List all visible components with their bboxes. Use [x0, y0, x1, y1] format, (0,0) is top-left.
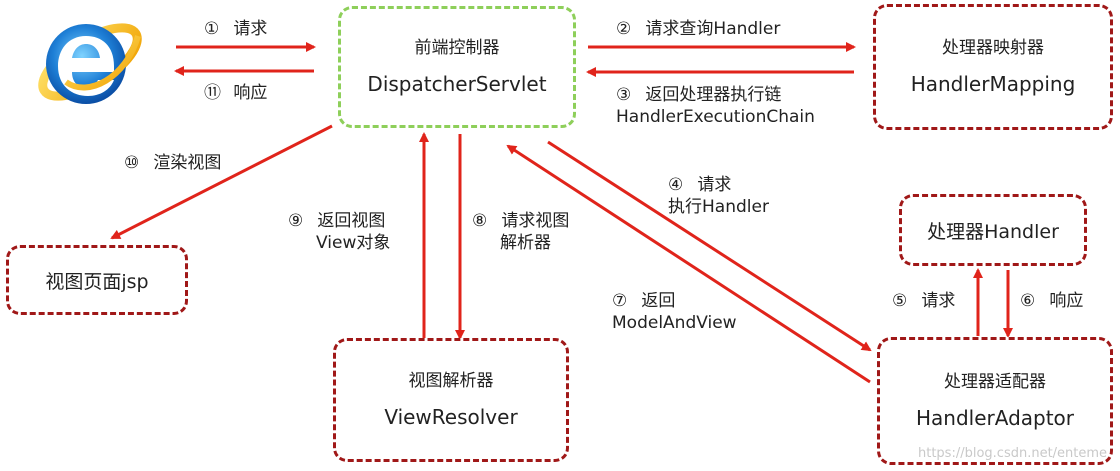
- handler-adaptor-zh: 处理器适配器: [944, 372, 1046, 392]
- watermark: https://blog.csdn.net/enteme: [918, 446, 1108, 461]
- handler-mapping-zh: 处理器映射器: [942, 38, 1044, 58]
- step-5-label: ⑤ 请求: [892, 291, 956, 311]
- view-resolver-box: 视图解析器 ViewResolver: [333, 338, 569, 462]
- step-7-label: ⑦ 返回 ModelAndView: [612, 291, 737, 333]
- front-controller-en: DispatcherServlet: [367, 72, 547, 96]
- front-controller-zh: 前端控制器: [414, 38, 500, 58]
- handler-label: 处理器Handler: [927, 220, 1059, 243]
- view-page-box: 视图页面jsp: [6, 245, 188, 315]
- view-resolver-en: ViewResolver: [384, 405, 518, 429]
- step-9-label: ⑨ 返回视图 View对象: [288, 211, 391, 253]
- step-2-label: ② 请求查询Handler: [616, 19, 781, 39]
- step-4-label: ④ 请求 执行Handler: [668, 175, 769, 217]
- front-controller-box: 前端控制器 DispatcherServlet: [338, 6, 576, 128]
- arrow-step-7: [506, 144, 871, 384]
- handler-mapping-en: HandlerMapping: [910, 72, 1076, 96]
- handler-adaptor-en: HandlerAdaptor: [915, 406, 1075, 430]
- handler-adaptor-box: 处理器适配器 HandlerAdaptor: [877, 337, 1113, 465]
- step-1-label: ① 请求: [204, 19, 268, 39]
- step-3-label: ③ 返回处理器执行链 HandlerExecutionChain: [616, 85, 815, 127]
- handler-mapping-box: 处理器映射器 HandlerMapping: [873, 4, 1113, 130]
- step-8-label: ⑧ 请求视图 解析器: [472, 211, 570, 253]
- step-11-label: ⑪ 响应: [204, 83, 268, 103]
- handler-box: 处理器Handler: [899, 194, 1087, 266]
- ie-browser-icon: [38, 23, 142, 104]
- arrow-step-4: [547, 140, 872, 352]
- arrow-step-10: [110, 124, 333, 240]
- view-page-label: 视图页面jsp: [45, 270, 149, 293]
- step-6-label: ⑥ 响应: [1020, 291, 1084, 311]
- view-resolver-zh: 视图解析器: [408, 371, 494, 391]
- step-10-label: ⑩ 渲染视图: [124, 153, 222, 173]
